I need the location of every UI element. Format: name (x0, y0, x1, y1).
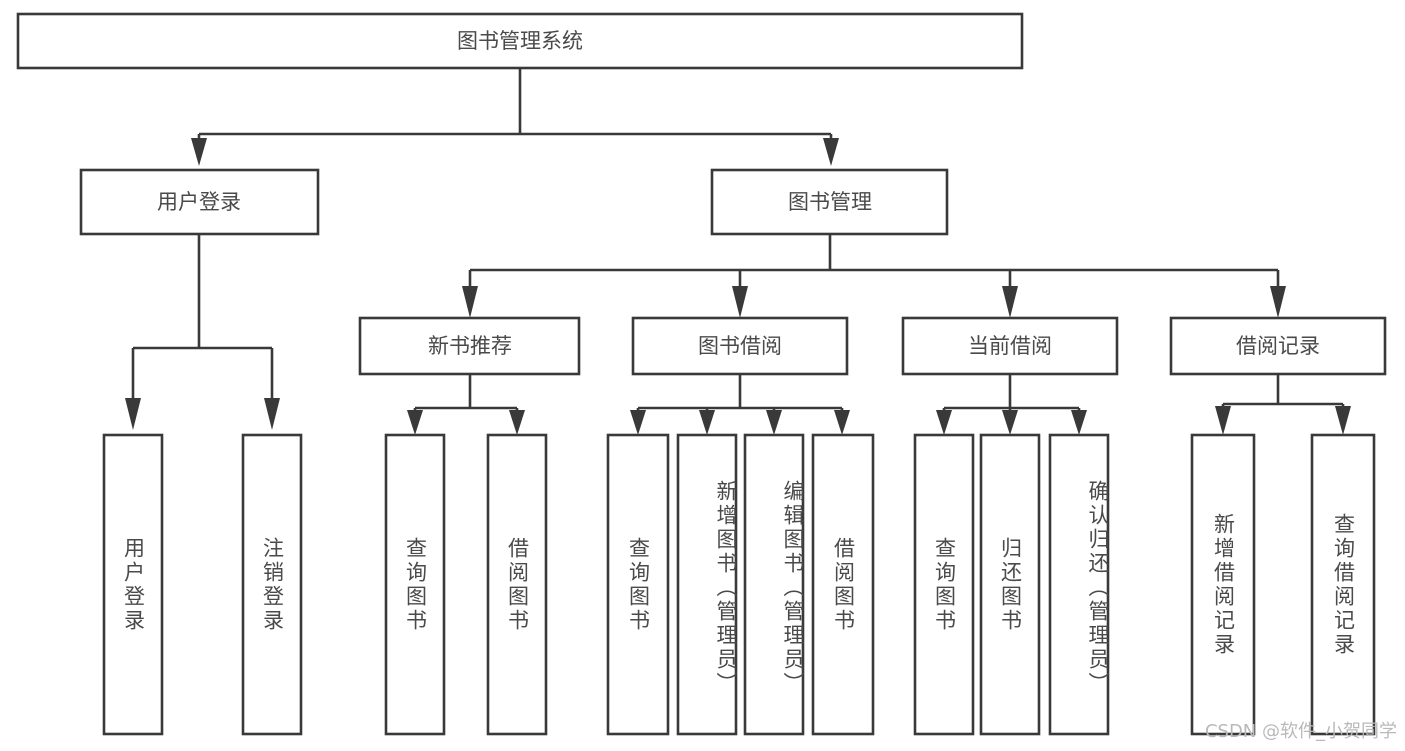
arrowhead-borrowrecord-leaf-1 (1215, 406, 1231, 435)
leaf-current-borrow-1[interactable] (979, 433, 1041, 736)
node-book-borrow[interactable] (631, 316, 849, 376)
node-book-borrow-label: 图书借阅 (698, 334, 782, 358)
leaf-new-book-1[interactable] (486, 433, 548, 736)
arrowhead-bookborrow-leaf-3 (766, 410, 782, 435)
csdn-watermark: CSDN @软件_小贺同学 (1204, 721, 1397, 742)
arrowhead-currentborrow-leaf-1 (936, 410, 952, 435)
arrowhead-currentborrow-leaf-2 (1002, 410, 1018, 435)
arrowhead-book-to-record (1270, 286, 1286, 318)
leaf-book-borrow-1[interactable] (676, 433, 738, 736)
leaf-book-borrow-3[interactable] (811, 433, 875, 736)
arrowhead-newbook-leaf-1 (407, 410, 423, 435)
arrowhead-book-to-borrow (732, 286, 748, 318)
leaf-book-borrow-0[interactable] (606, 433, 670, 736)
arrowhead-bookborrow-leaf-1 (630, 410, 646, 435)
arrowhead-user-leaf-2 (264, 398, 280, 430)
leaf-user-login-1[interactable] (241, 433, 303, 736)
arrowhead-root-to-book (823, 138, 839, 166)
arrowhead-newbook-leaf-2 (509, 410, 525, 435)
node-book-manage-label: 图书管理 (788, 190, 872, 214)
arrowhead-root-to-user (191, 138, 207, 166)
leaf-book-borrow-2[interactable] (743, 433, 805, 736)
leaf-borrow-record-1[interactable] (1310, 433, 1376, 736)
arrowhead-user-leaf-1 (125, 398, 141, 430)
node-book-manage[interactable] (710, 168, 949, 236)
node-new-book-label: 新书推荐 (428, 334, 512, 358)
arrowhead-bookborrow-leaf-2 (699, 410, 715, 435)
node-root-label: 图书管理系统 (457, 29, 583, 53)
arrowhead-book-to-new (462, 286, 478, 318)
leaf-current-borrow-0[interactable] (913, 433, 975, 736)
leaf-new-book-0[interactable] (384, 433, 446, 736)
leaf-current-borrow-2[interactable] (1048, 433, 1110, 736)
node-root[interactable] (16, 12, 1024, 70)
node-borrow-record-label: 借阅记录 (1236, 334, 1320, 358)
node-borrow-record[interactable] (1169, 316, 1387, 376)
arrowhead-borrowrecord-leaf-2 (1335, 406, 1351, 435)
arrowhead-book-to-current (1002, 286, 1018, 318)
node-new-book[interactable] (358, 316, 581, 376)
node-current-borrow-label: 当前借阅 (968, 334, 1052, 358)
leaf-user-login-0[interactable] (102, 433, 164, 736)
arrowhead-currentborrow-leaf-3 (1071, 410, 1087, 435)
node-current-borrow[interactable] (901, 316, 1119, 376)
leaf-borrow-record-0[interactable] (1190, 433, 1256, 736)
arrowhead-bookborrow-leaf-4 (834, 410, 850, 435)
node-user-login-label: 用户登录 (157, 190, 241, 214)
